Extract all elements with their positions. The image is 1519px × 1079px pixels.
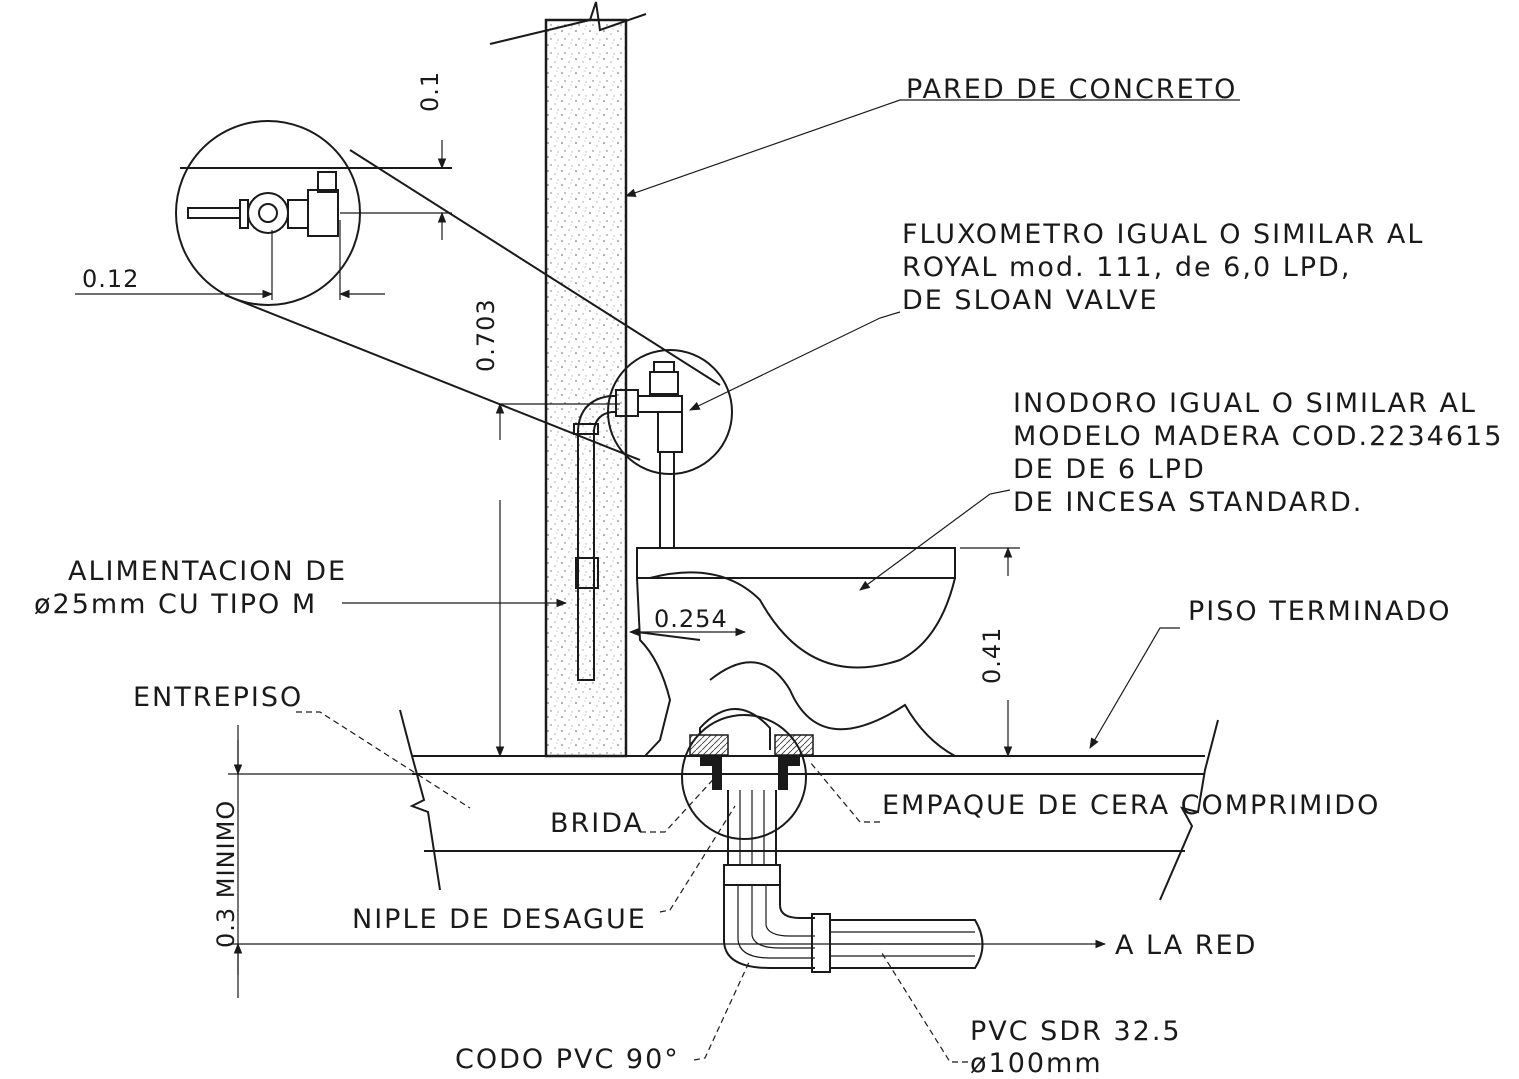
leader-lines xyxy=(296,99,1240,1063)
dim-0-12: 0.12 xyxy=(82,265,139,293)
label-drain-nipple: NIPLE DE DESAGUE xyxy=(352,904,647,935)
dim-0-1: 0.1 xyxy=(416,71,444,112)
label-toilet-line3: DE DE 6 LPD xyxy=(1013,454,1206,485)
label-flush-valve-line3: DE SLOAN VALVE xyxy=(902,285,1159,316)
label-elbow: CODO PVC 90° xyxy=(455,1044,680,1075)
label-pvc-line1: PVC SDR 32.5 xyxy=(970,1016,1182,1047)
drain-assembly xyxy=(681,708,984,973)
toilet xyxy=(636,547,956,757)
label-slab: ENTREPISO xyxy=(133,682,303,713)
dim-0-254: 0.254 xyxy=(654,605,728,633)
label-supply-line1: ALIMENTACION DE xyxy=(68,556,347,587)
dim-0-41: 0.41 xyxy=(978,627,1006,684)
label-flush-valve-line1: FLUXOMETRO IGUAL O SIMILAR AL xyxy=(902,219,1424,250)
label-toilet-line1: INODORO IGUAL O SIMILAR AL xyxy=(1013,388,1477,419)
label-toilet-line2: MODELO MADERA COD.2234615 xyxy=(1013,421,1503,452)
label-wall: PARED DE CONCRETO xyxy=(906,74,1237,105)
dim-0-703: 0.703 xyxy=(472,298,500,372)
label-flush-valve-line2: ROYAL mod. 111, de 6,0 LPD, xyxy=(902,252,1351,283)
label-pvc-line2: ø100mm xyxy=(970,1048,1103,1079)
concrete-wall xyxy=(489,1,647,758)
flush-valve xyxy=(607,349,733,549)
label-to-network: A LA RED xyxy=(1115,930,1257,961)
floor-slab xyxy=(399,709,1219,901)
annotation-labels: PARED DE CONCRETO FLUXOMETRO IGUAL O SIM… xyxy=(34,74,1503,1079)
label-supply-line2: ø25mm CU TIPO M xyxy=(34,589,317,620)
dim-0-3-minimo: 0.3 MINIMO xyxy=(212,800,240,948)
label-flange: BRIDA xyxy=(550,808,644,839)
dimension-labels: 0.1 0.12 0.703 0.254 0.41 0.3 MINIMO xyxy=(82,71,1006,948)
label-wax-seal: EMPAQUE DE CERA COMPRIMIDO xyxy=(882,790,1380,821)
dimension-lines xyxy=(75,140,1080,998)
label-finished-floor: PISO TERMINADO xyxy=(1188,596,1452,627)
label-toilet-line4: DE INCESA STANDARD. xyxy=(1013,487,1363,518)
